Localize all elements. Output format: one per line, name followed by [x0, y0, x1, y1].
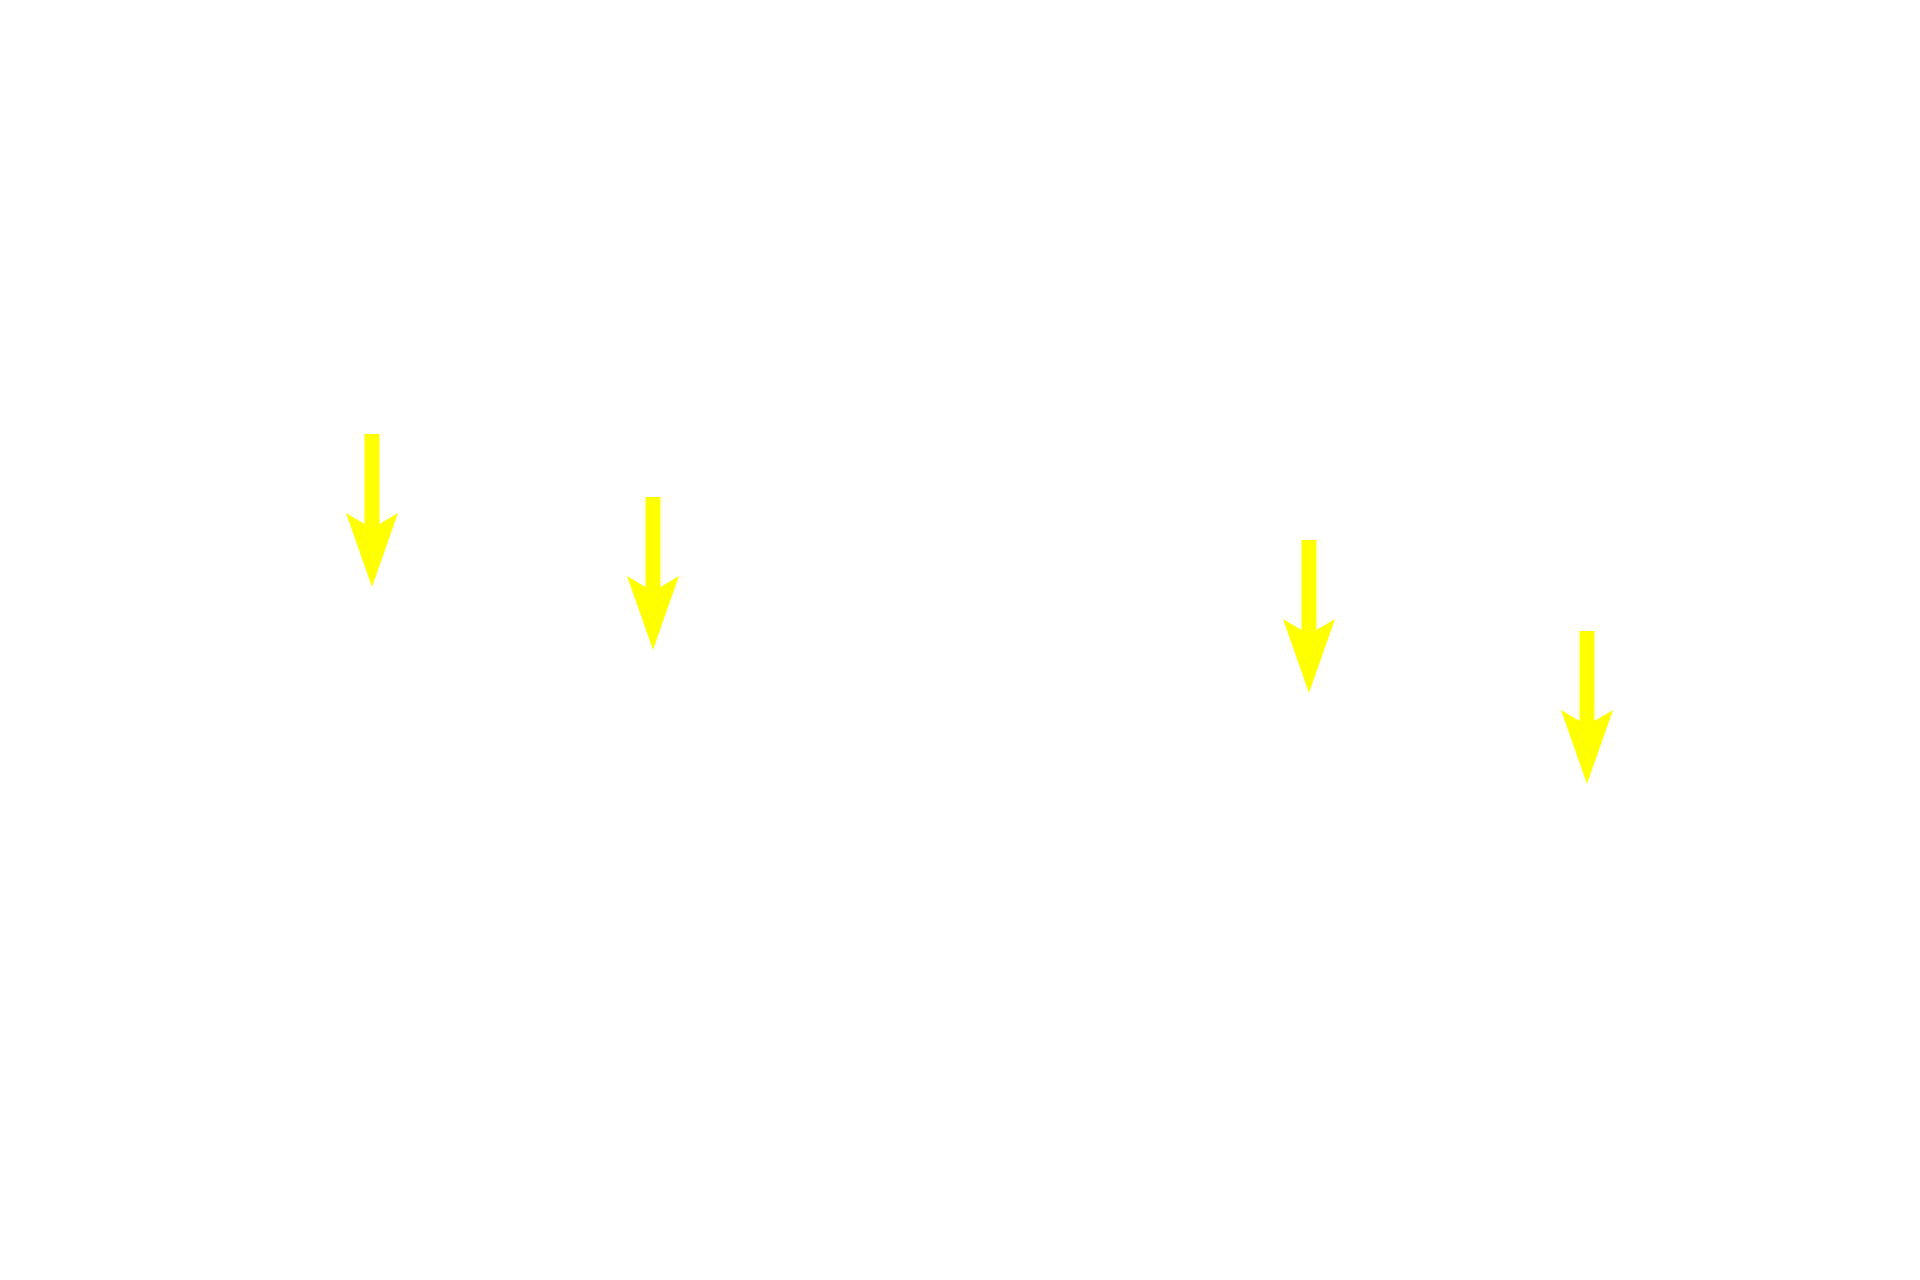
down-arrow-icon — [627, 497, 679, 650]
down-arrow-icon — [1561, 631, 1613, 784]
down-arrow-icon — [1283, 540, 1335, 693]
down-arrow-icon — [346, 434, 398, 587]
